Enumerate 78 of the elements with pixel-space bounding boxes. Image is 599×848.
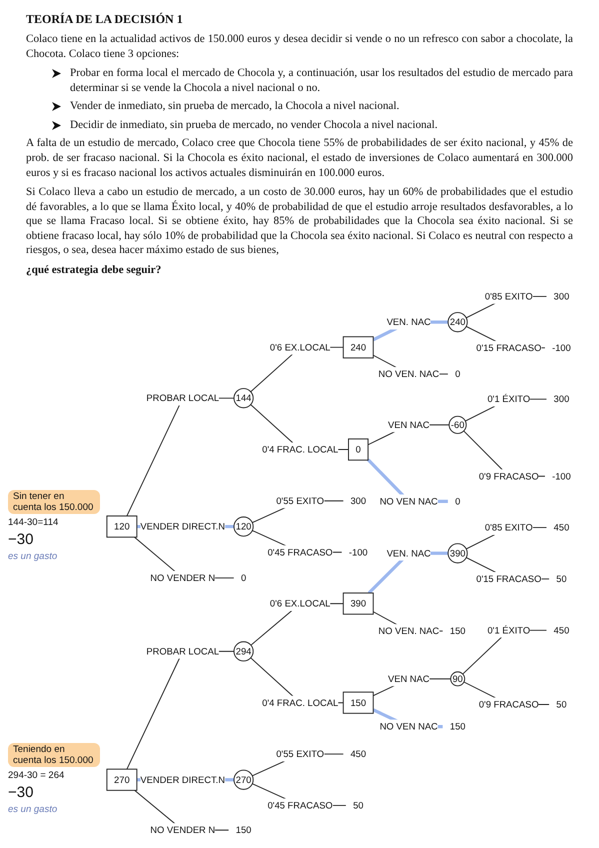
edge-label: NO VEN NAC [380,496,438,508]
node-text: 150 [450,626,466,637]
node-text: 50 [556,699,567,710]
edge-label: 0'45 FRACASO [268,547,333,558]
node-circle: 90 [450,672,466,687]
bullet-text: Probar en forma local el mercado de Chocola y, a continuación, usar los resultados del estudio de mercado para determinar si se vende la Chocola a nivel nacional o no. [70,66,573,96]
cost-note: −30 [8,530,34,548]
edge-label: 0'4 FRAC. LOCAL [262,444,338,456]
node-circle: 270 [234,770,254,790]
node-circle: -60 [448,416,467,434]
edge-label: 0'1 ÉXITO [487,625,530,636]
node-text: 450 [554,625,570,636]
edge-label: 0'6 EX.LOCAL [270,342,330,353]
node-text: 450 [350,748,366,760]
node-text: -100 [348,547,368,558]
title: TEORÍA DE LA DECISIÓN 1 [26,12,184,27]
paragraph: Si Colaco lleva a cabo un estudio de mercado, a un costo de 30.000 euros, hay un 60% de probabilidades que el estudio dé favorables, a lo que se llama Éxito local, y 40% de probabilidad de que el estudio arroje resultados desfavorables, a lo que se llama Fracaso local. Si se obtiene éxito, hay 85% de probabilidades que la Chocola sea éxito nacional. Si se obtiene fracaso local, hay sólo 10% de probabilidad que la Chocola sea éxito nacional. Si Colaco es neutral con respecto a riesgos, o sea, desea hacer máximo estado de sus bienes, [26,185,573,258]
node-text: 50 [556,574,567,585]
edge-label: NO VEN. NAC [378,368,440,380]
edge-label: VEN NAC [388,420,430,431]
edge-label: VEN NAC [388,674,430,684]
edge-label: VENDER DIRECT.N [140,521,226,532]
edge-label: 0'1 ÉXITO [487,394,530,405]
question: ¿qué estrategia debe seguir? [26,262,162,278]
node-text: 300 [554,291,570,302]
node-circle: 120 [234,516,254,538]
node-box: 270 [106,769,138,792]
node-text: 300 [554,394,570,405]
edge-label: 0'15 FRACASO [476,574,542,585]
edge-label: 0'55 EXITO [276,748,324,760]
edge-label: PROBAR LOCAL [146,393,220,404]
edge-label: 0'55 EXITO [276,496,324,507]
edge-label: 0'15 FRACASO [476,342,542,354]
node-circle: 144 [234,388,254,409]
node-text: 0 [240,572,246,584]
handwritten-note: es un gasto [8,550,58,562]
edge-label: 0'85 EXITO [484,291,533,302]
node-box: 390 [342,592,374,616]
calculation-note: 144-30=114 [8,516,58,528]
node-text: 300 [350,496,366,507]
node-circle: 240 [448,312,468,333]
edge-label: VEN. NAC [386,317,431,328]
bullet-text: Decidir de inmediato, sin prueba de mercado, no vender Chocola a nivel nacional. [70,118,438,132]
node-text: -100 [552,471,571,482]
edge-label: 0'4 FRAC. LOCAL [262,698,338,708]
node-circle: 390 [448,544,468,564]
node-text: 0 [455,496,460,508]
edge-label: NO VEN NAC [380,721,438,732]
node-text: 50 [353,800,364,812]
edge-label: VENDER DIRECT.N [140,774,226,786]
edge-label: PROBAR LOCAL [146,646,220,658]
edge-label: 0'6 EX.LOCAL [270,598,330,610]
edge-label: NO VEN. NAC [378,626,440,637]
node-box: 120 [106,516,138,538]
node-text: 150 [450,721,466,732]
edge-label: NO VENDER N [150,824,216,836]
node-box: 240 [342,336,374,359]
node-text: -100 [552,342,571,354]
edge-label: 0'85 EXITO [484,522,533,534]
cost-note: −30 [8,784,34,801]
bullet-text: Vender de inmediato, sin prueba de mercado, la Chocola a nivel nacional. [70,99,400,114]
paragraph: A falta de un estudio de mercado, Colaco cree que Chocola tiene 55% de probabilidades de ser éxito nacional, y 45% de prob. de ser fracaso nacional. Si la Chocola es éxito nacional, el estado de inversiones de Colaco aumentará en 300.000 euros y si es fracaso nacional los activos actuales disminuirán en 100.000 euros. [26,136,573,180]
highlighted-heading: Teniendo en cuenta los 150.000 [8,742,100,767]
node-text: 0 [455,368,460,380]
paragraph: Colaco tiene en la actualidad activos de 150.000 euros y desea decidir si vende o no un refresco con sabor a chocolate, la Chocota. Colaco tiene 3 opciones: [26,32,573,62]
calculation-note: 294-30 = 264 [8,770,64,781]
edge-label: NO VENDER N [150,572,216,584]
edge-label: 0'9 FRACASO [478,471,539,482]
edge-label: 0'45 FRACASO [268,800,333,812]
node-text: 150 [236,824,252,836]
node-circle: 294 [234,642,254,662]
edge-label: VEN. NAC [386,548,431,559]
node-box: 0 [348,438,369,462]
node-text: 450 [554,522,570,534]
node-box: 150 [342,692,374,714]
handwritten-note: es un gasto [8,804,58,815]
highlighted-heading: Sin tener en cuenta los 150.000 [8,490,100,514]
edge-label: 0'9 FRACASO [478,699,539,710]
